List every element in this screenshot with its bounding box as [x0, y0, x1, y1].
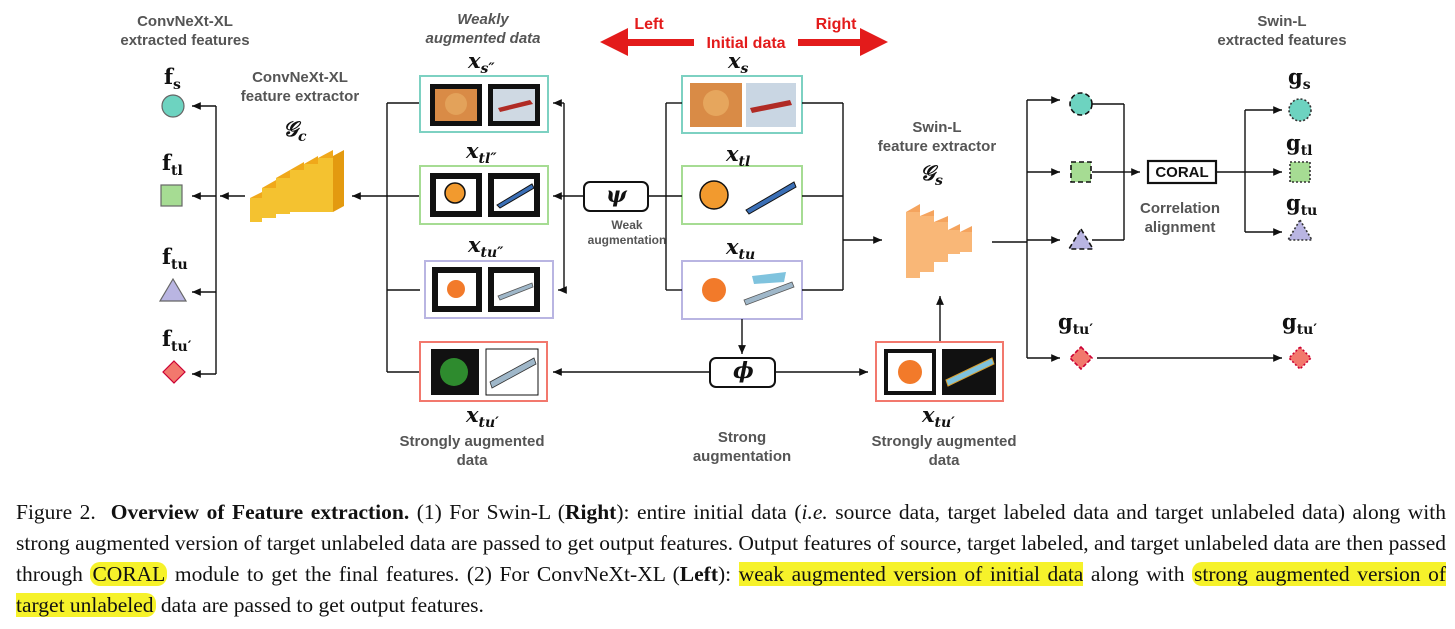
phi-symbol: ϕ [733, 358, 754, 384]
x-tu-symbol: xtu [726, 234, 756, 264]
f-tu-symbol: ftu [162, 244, 188, 274]
strong-aug-right-box [875, 341, 1004, 402]
x-tu-prime-left-symbol: xtu′ [466, 402, 499, 432]
initial-source-box [681, 75, 803, 134]
swin-tl-square-icon [1070, 161, 1092, 183]
initial-target-unlabeled-box [681, 260, 803, 320]
g-c-symbol: 𝒢c [283, 116, 307, 146]
f-tu-prime-symbol: ftu′ [162, 326, 192, 356]
g-tu-prime-mid-symbol: gtu′ [1058, 309, 1094, 339]
x-tu-prime-right-symbol: xtu′ [922, 402, 955, 432]
g-tu-symbol: gtu [1286, 190, 1318, 220]
strong-aug-connectors [553, 296, 944, 376]
gs-circle-icon [1288, 98, 1312, 122]
convnext-extractor-icon [250, 150, 344, 222]
psi-symbol: ψ [606, 182, 627, 208]
f-s-symbol: fs [164, 64, 181, 94]
swin-tu-prime-diamond-icon [1068, 345, 1094, 371]
coral-box [1146, 159, 1218, 185]
ftl-square-icon [160, 184, 183, 207]
feature-distribution-connectors-left [192, 102, 245, 378]
swin-tu-triangle-icon [1067, 227, 1095, 250]
x-tl-symbol: xtl [726, 141, 751, 171]
strong-aug-left-box [419, 341, 548, 402]
phi-strong-aug-box [709, 357, 776, 388]
right-label: Right [815, 16, 857, 33]
swin-extractor-icon [906, 204, 972, 278]
x-s-symbol: xs [728, 48, 749, 78]
weak-aug-to-convnext-connectors [352, 102, 420, 373]
left-label: Left [634, 16, 664, 33]
x-s-double-prime-symbol: xs″ [468, 48, 495, 78]
weak-aug-target-unlabeled-box [424, 260, 554, 319]
gtu-triangle-icon [1286, 218, 1314, 241]
x-tu-double-prime-symbol: xtu″ [468, 232, 504, 262]
fs-circle-icon [161, 94, 185, 118]
gtu-prime-diamond-icon [1287, 345, 1313, 371]
g-s-symbol: gs [1288, 64, 1311, 94]
f-tl-symbol: ftl [162, 150, 183, 180]
initial-to-weak-connectors [553, 99, 682, 294]
gtl-square-icon [1289, 161, 1311, 183]
weak-aug-target-labeled-box [419, 165, 549, 225]
g-tl-symbol: gtl [1286, 130, 1313, 160]
x-tl-double-prime-symbol: xtl″ [466, 138, 497, 168]
swin-source-circle-icon [1069, 92, 1093, 116]
initial-to-swin-connectors [802, 102, 882, 291]
g-s-extractor-symbol: 𝒢s [920, 160, 943, 190]
psi-weak-aug-box [583, 181, 649, 212]
initial-data-label: Initial data [694, 34, 798, 53]
figure-caption: Figure 2. Overview of Feature extraction… [16, 500, 1447, 617]
feature-extraction-diagram [158, 28, 1314, 402]
ftu-triangle-icon [158, 277, 188, 302]
weak-aug-source-box [419, 75, 549, 133]
initial-target-labeled-box [681, 165, 803, 225]
ftu-prime-diamond-icon [162, 360, 186, 384]
g-tu-prime-out-symbol: gtu′ [1282, 309, 1318, 339]
coral-label: CORAL [1155, 164, 1209, 181]
swin-output-connectors [992, 96, 1282, 362]
